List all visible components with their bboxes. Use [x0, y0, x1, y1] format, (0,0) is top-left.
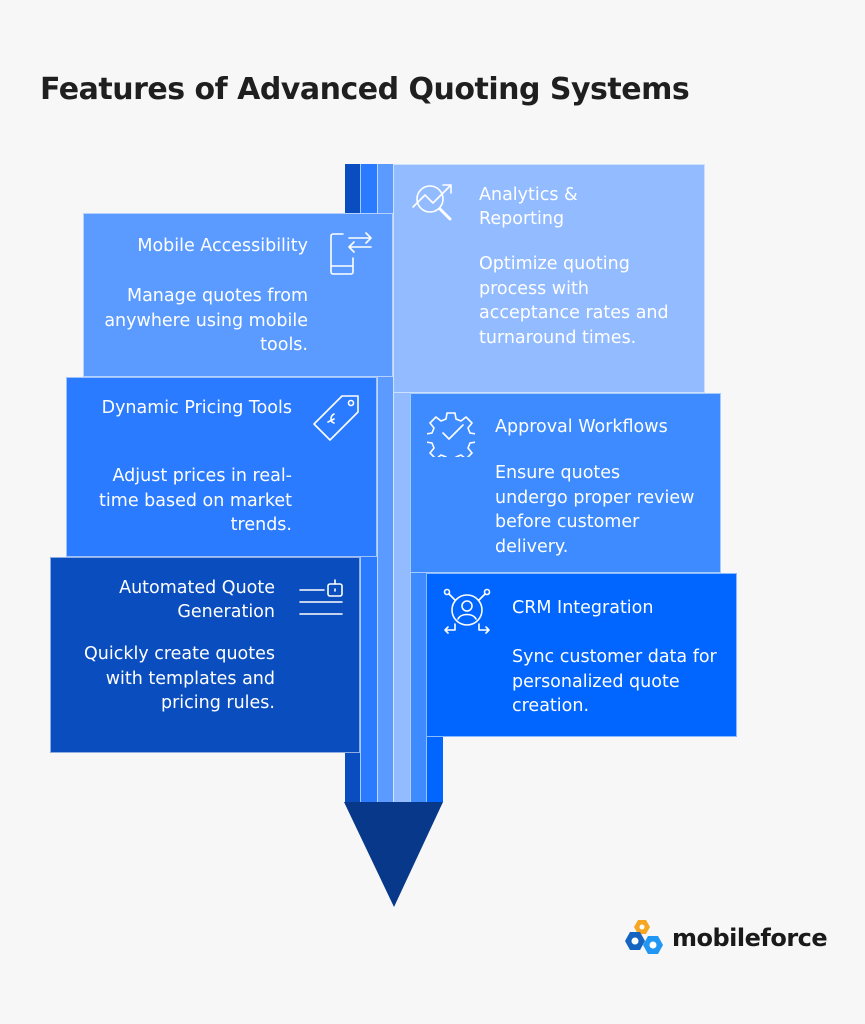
- card-title: Mobile Accessibility: [137, 236, 308, 256]
- page-title: Features of Advanced Quoting Systems: [40, 72, 690, 107]
- arrow-head: [344, 802, 443, 907]
- card-dynamic: Dynamic Pricing Tools Adjust prices in r…: [66, 377, 377, 557]
- arrow-triangle: [344, 802, 443, 907]
- card-mobile: Mobile Accessibility Manage quotes from …: [83, 213, 393, 377]
- brand-name: mobileforce: [672, 924, 828, 952]
- card-crm: CRM Integration Sync customer data for p…: [426, 573, 737, 737]
- card-description: Ensure quotes undergo proper review befo…: [495, 463, 695, 557]
- card-title: Approval Workflows: [495, 417, 668, 437]
- card-description: Adjust prices in real-time based on mark…: [99, 466, 292, 535]
- card-analytics: Analytics & Reporting Optimize quoting p…: [393, 164, 705, 393]
- card-automated: Automated Quote Generation Quickly creat…: [50, 557, 360, 753]
- card-description: Quickly create quotes with templates and…: [83, 644, 275, 713]
- customer-network-icon: [443, 588, 491, 636]
- card-title: Dynamic Pricing Tools: [101, 398, 292, 418]
- analytics-icon: [410, 179, 458, 227]
- mobile-sync-icon: [327, 230, 375, 278]
- mobileforce-logo-icon: [625, 920, 663, 954]
- card-approval: Approval Workflows Ensure quotes undergo…: [410, 393, 721, 573]
- card-title: Automated Quote Generation: [119, 578, 275, 622]
- card-title: CRM Integration: [512, 598, 654, 618]
- gear-check-icon: [425, 409, 477, 464]
- price-tag-icon: [312, 394, 360, 442]
- card-description: Optimize quoting process with acceptance…: [479, 254, 669, 348]
- bot-document-icon: [296, 576, 344, 624]
- card-title: Analytics & Reporting: [479, 185, 578, 229]
- card-description: Sync customer data for personalized quot…: [512, 647, 717, 716]
- brand-logo: mobileforce: [624, 918, 828, 958]
- card-description: Manage quotes from anywhere using mobile…: [104, 286, 308, 355]
